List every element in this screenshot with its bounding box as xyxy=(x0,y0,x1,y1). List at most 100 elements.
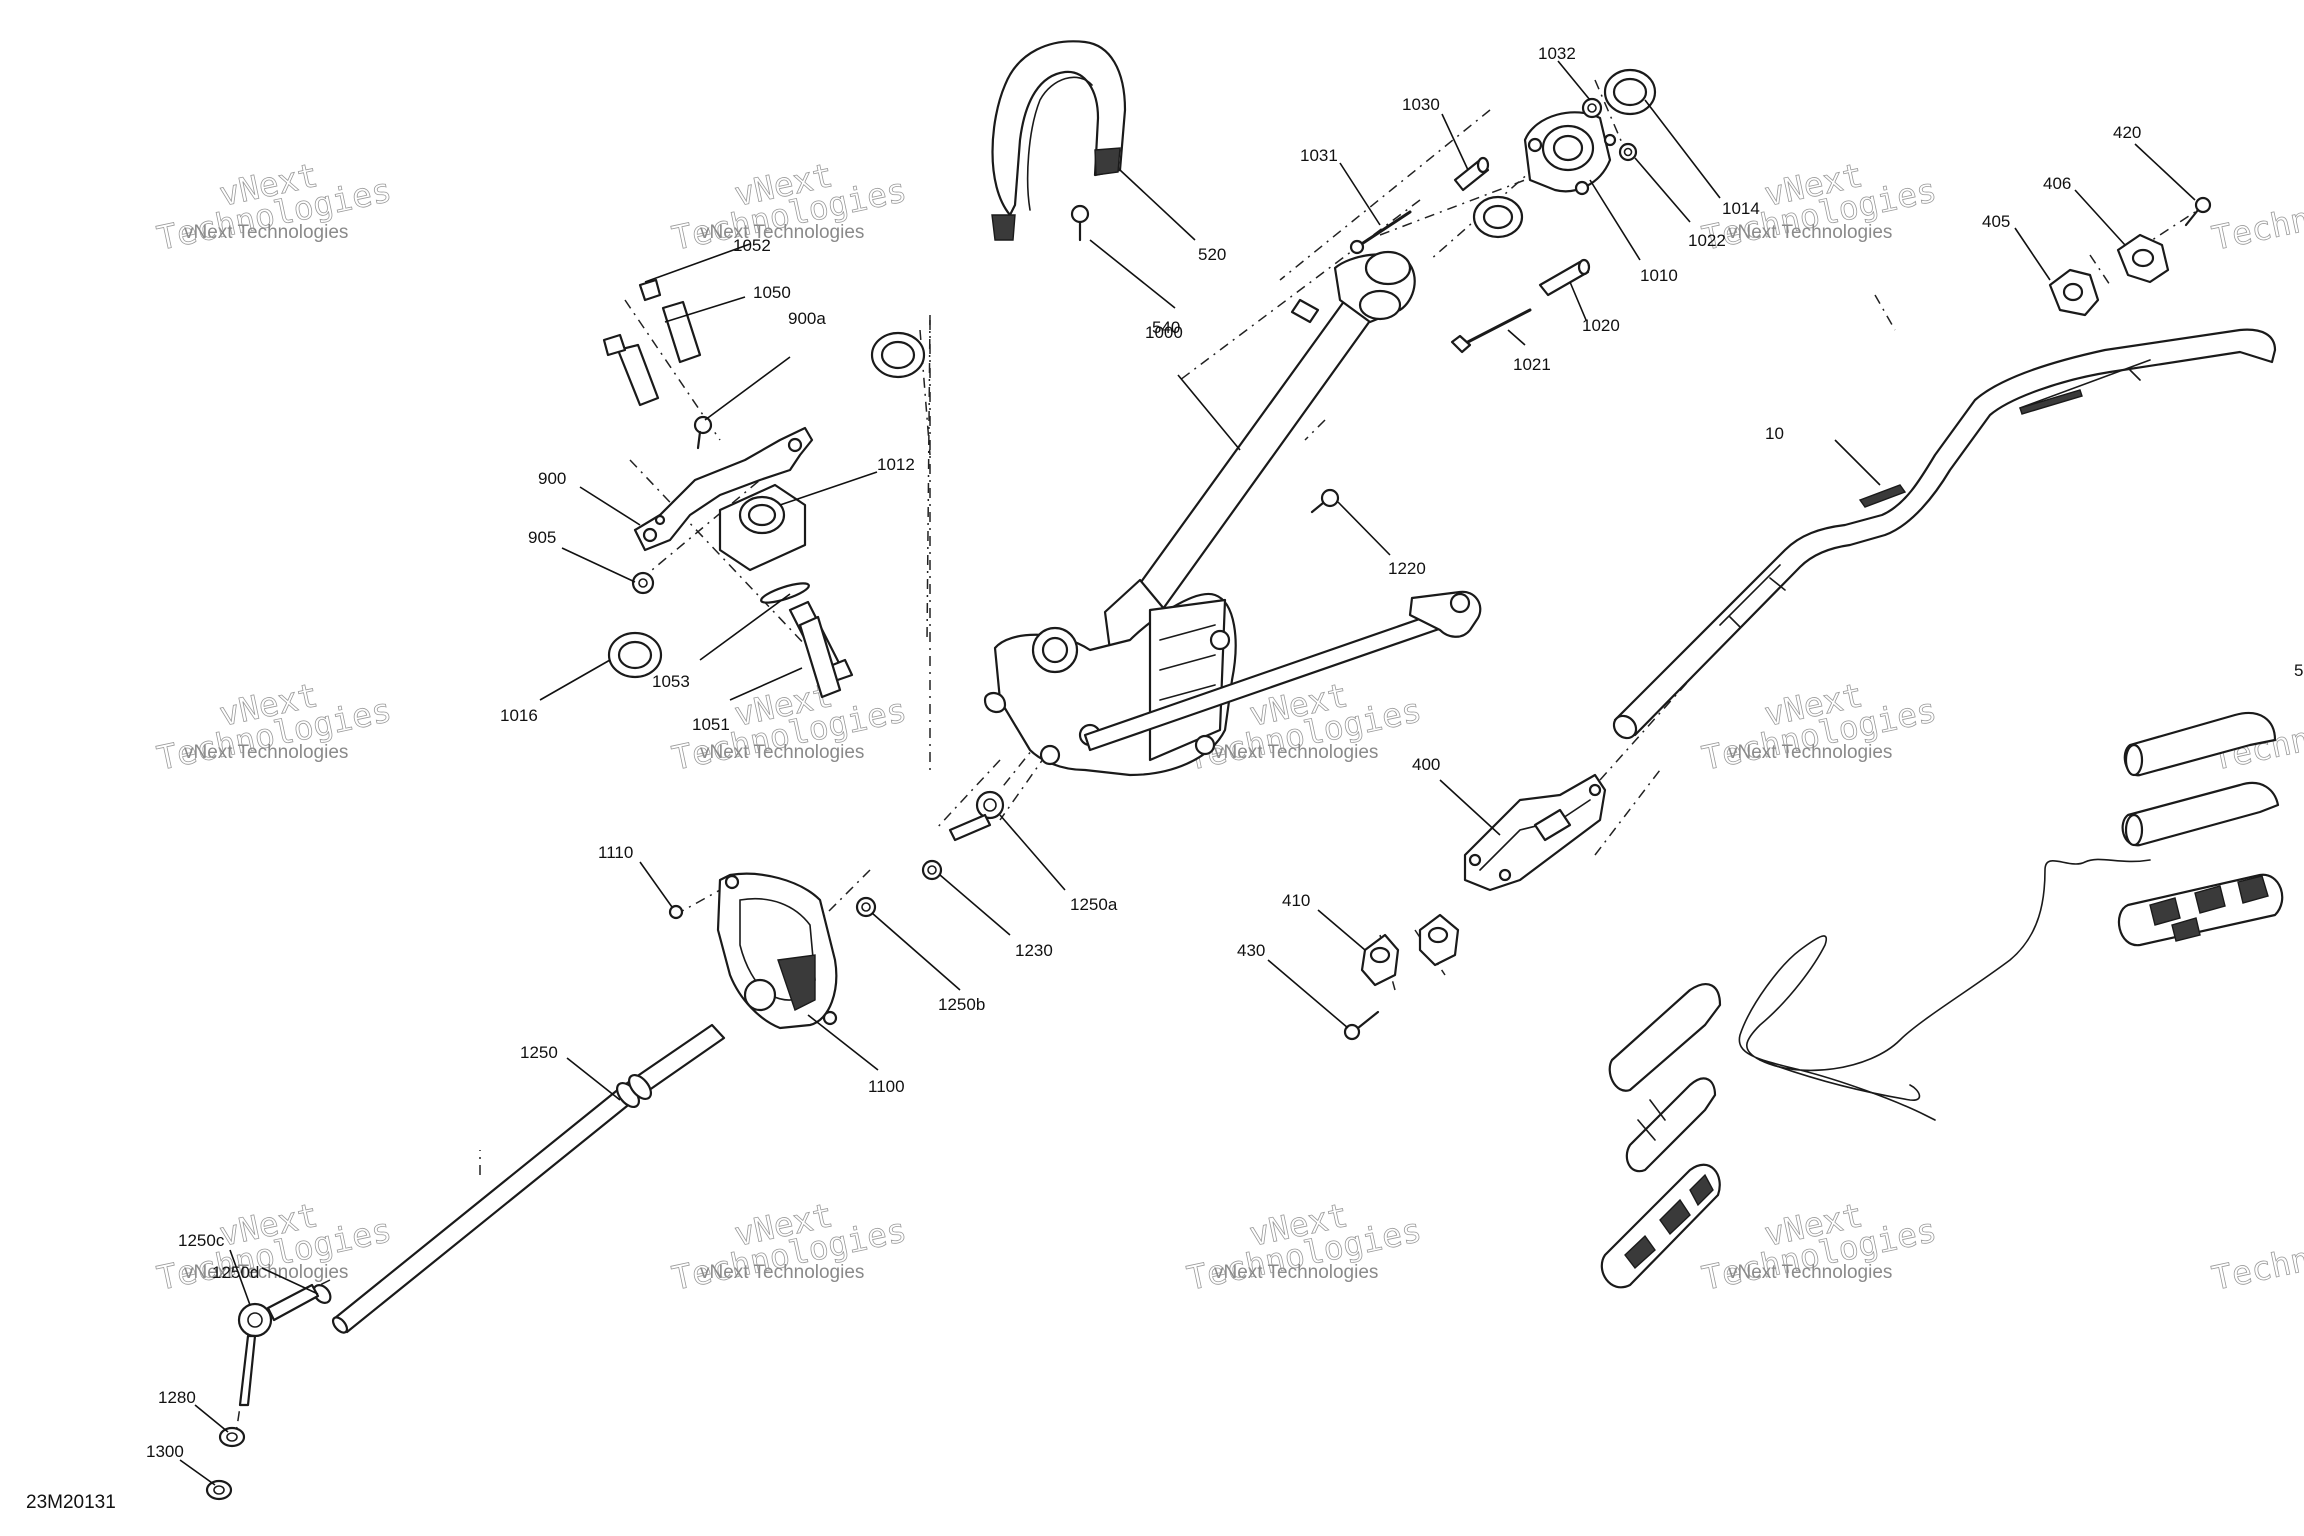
pin-900a xyxy=(693,415,713,450)
grip-left xyxy=(1600,1163,1721,1289)
callout-1250d: 1250d xyxy=(212,1263,259,1282)
callout-1230: 1230 xyxy=(1015,941,1053,960)
bolt-1031 xyxy=(1349,210,1412,255)
callout-1280: 1280 xyxy=(158,1388,196,1407)
callout-1052: 1052 xyxy=(733,236,771,255)
throttle-sleeve-right xyxy=(2121,711,2280,847)
nut-1230 xyxy=(921,859,943,881)
clamp-410 xyxy=(1360,913,1460,987)
callout-1022: 1022 xyxy=(1688,231,1726,250)
callout-1010: 1010 xyxy=(1640,266,1678,285)
callout-1020: 1020 xyxy=(1582,316,1620,335)
callout-1250c: 1250c xyxy=(178,1231,225,1250)
callout-labels: 10 400 405 406 410 420 430 520 540 900 9… xyxy=(146,44,2303,1461)
shaft-1250 xyxy=(331,1023,726,1334)
riser-400 xyxy=(1463,773,1607,892)
svg-text:vNext Technologies: vNext Technologies xyxy=(1214,1262,1378,1283)
callout-406: 406 xyxy=(2043,174,2071,193)
bushing-1014 xyxy=(1603,68,1657,116)
svg-text:vNext Technologies: vNext Technologies xyxy=(1728,1262,1892,1283)
callout-1110: 1110 xyxy=(598,843,633,862)
callout-520: 520 xyxy=(1198,245,1226,264)
callout-400: 400 xyxy=(1412,755,1440,774)
seal-1016 xyxy=(607,631,663,679)
callout-1300: 1300 xyxy=(146,1442,184,1461)
svg-text:vNext Technologies: vNext Technologies xyxy=(700,222,864,243)
seal-1012 xyxy=(870,331,926,379)
clamp-406 xyxy=(2116,233,2170,284)
callout-410: 410 xyxy=(1282,891,1310,910)
tie-rod-end-1250a xyxy=(948,790,1005,842)
callout-1250b: 1250b xyxy=(938,995,985,1014)
spacer-1050 xyxy=(602,278,702,407)
watermark: Technologies xyxy=(2208,1210,2304,1299)
nut-1032 xyxy=(1581,97,1603,119)
leader-lines xyxy=(179,60,2196,1486)
heater-wire-harness xyxy=(1738,858,2151,1121)
callout-420: 420 xyxy=(2113,123,2141,142)
grip-right xyxy=(2118,873,2284,947)
nut-1250d xyxy=(312,1284,332,1304)
screw-430 xyxy=(1343,1010,1380,1041)
column-clamp-1010 xyxy=(1523,111,1617,196)
callout-430: 430 xyxy=(1237,941,1265,960)
callout-1050: 1050 xyxy=(753,283,791,302)
callout-edge-top: 5 xyxy=(2294,661,2303,680)
bolt-1021 xyxy=(1450,308,1532,354)
callout-1220: 1220 xyxy=(1388,559,1426,578)
nut-905 xyxy=(631,571,655,595)
callout-900a: 900a xyxy=(788,309,826,328)
callout-1250: 1250 xyxy=(520,1043,558,1062)
callout-1031: 1031 xyxy=(1300,146,1338,165)
callout-1032: 1032 xyxy=(1538,44,1576,63)
bolts-1051 xyxy=(788,600,854,699)
callout-10: 10 xyxy=(1765,424,1784,443)
callout-1000: 1000 xyxy=(1145,323,1183,342)
callout-1100: 1100 xyxy=(868,1077,905,1096)
handlebar-10 xyxy=(1612,328,2277,740)
bushing-1014-lower xyxy=(1472,195,1524,239)
steering-box xyxy=(983,592,1467,777)
callout-1053: 1053 xyxy=(652,672,690,691)
callout-540: 540 xyxy=(1152,318,1180,337)
steering-column-1000 xyxy=(1103,250,1416,662)
callout-900: 900 xyxy=(538,469,566,488)
callout-1014: 1014 xyxy=(1722,199,1760,218)
callout-1250a: 1250a xyxy=(1070,895,1118,914)
svg-text:vNext Technologies: vNext Technologies xyxy=(1214,742,1378,763)
callout-1021: 1021 xyxy=(1513,355,1551,374)
cover-1100 xyxy=(716,872,838,1030)
throttle-sleeve-left xyxy=(1608,983,1722,1173)
nut-1250b xyxy=(855,896,877,918)
grab-handle-520 xyxy=(991,40,1127,241)
svg-text:vNext Technologies: vNext Technologies xyxy=(1728,742,1892,763)
svg-text:vNext Technologies: vNext Technologies xyxy=(184,742,348,763)
callout-1051: 1051 xyxy=(692,715,730,734)
svg-text:vNext Technologies: vNext Technologies xyxy=(1728,222,1892,243)
nut-1022 xyxy=(1618,142,1638,162)
watermark: Technologies vNext xyxy=(668,155,910,259)
watermark: Technologies xyxy=(2208,170,2304,259)
callout-905: 905 xyxy=(528,528,556,547)
tie-rod-1220 xyxy=(1290,298,1482,638)
bracket-900 xyxy=(633,426,814,552)
spacer-1030 xyxy=(1453,156,1490,192)
svg-text:Technologies: Technologies xyxy=(2209,170,2304,258)
washer-1053 xyxy=(760,582,810,604)
screw-1110 xyxy=(668,904,684,920)
callout-405: 405 xyxy=(1982,212,2010,231)
rod-end-1250c xyxy=(237,1283,320,1407)
screw-540 xyxy=(1070,204,1090,242)
washer-1280 xyxy=(218,1426,246,1448)
spacer-1020 xyxy=(1538,258,1591,297)
svg-text:vNext Technologies: vNext Technologies xyxy=(700,1262,864,1283)
diagram-reference-id: 23M20131 xyxy=(26,1492,116,1513)
clamp-405 xyxy=(2048,268,2100,317)
watermark-small: vNext Technologies xyxy=(184,222,348,243)
callout-1030: 1030 xyxy=(1402,95,1440,114)
bushing-block-1012 xyxy=(718,483,807,572)
callout-1012: 1012 xyxy=(877,455,915,474)
callout-1016: 1016 xyxy=(500,706,538,725)
svg-text:vNext Technologies: vNext Technologies xyxy=(700,742,864,763)
